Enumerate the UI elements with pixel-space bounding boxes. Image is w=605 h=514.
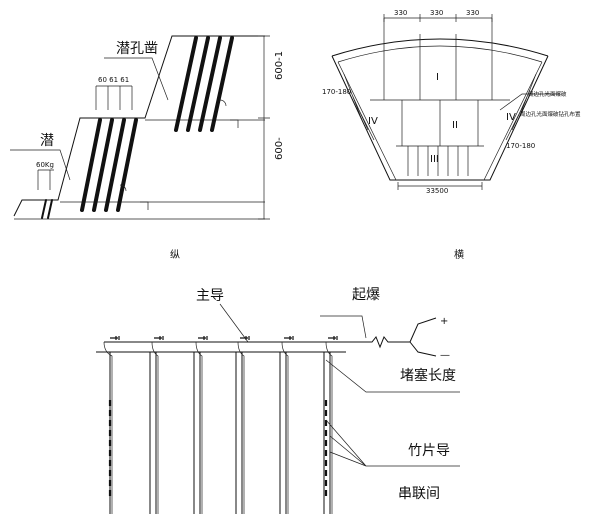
- top-dimension-extension: [383, 18, 493, 44]
- step-markers: [140, 119, 239, 210]
- dim-seg-3: 330: [466, 9, 479, 17]
- surface-connectors: [110, 336, 338, 340]
- upper-hole-1: [174, 36, 198, 132]
- lower-hole-4: [116, 118, 138, 212]
- right-note-leader: [499, 93, 560, 111]
- note-right-1: 周边孔光面爆破: [528, 90, 567, 98]
- dim-bottom: 33500: [426, 187, 448, 195]
- zone-I: I: [436, 72, 439, 83]
- minus-sign: —: [440, 350, 450, 361]
- upper-hole-4: [210, 36, 234, 132]
- upper-hole-3: [198, 36, 222, 132]
- angle-marker-lower: [119, 184, 127, 192]
- wall-inner: [337, 61, 543, 181]
- dim-seg-1: 330: [394, 9, 407, 17]
- lower-hole-1: [80, 118, 102, 212]
- cross-section: [331, 14, 560, 190]
- zone-II: II: [452, 120, 458, 131]
- arch-inner: [337, 45, 543, 63]
- cross-caption: 横: [454, 248, 464, 261]
- left-label: 潜: [40, 133, 54, 149]
- longitudinal-section: [10, 35, 270, 220]
- dim-right: 170-180: [506, 142, 535, 150]
- dim-upper: 600-1: [274, 51, 285, 80]
- bottom-dimension-line: [397, 182, 483, 190]
- bamboo-leader: [325, 419, 460, 467]
- zone-IV-left: IV: [368, 116, 378, 127]
- edge-hole-1: [41, 199, 47, 219]
- main-label-leader: [219, 303, 249, 343]
- perimeter-holes: [343, 73, 537, 141]
- bench-profile: [13, 35, 265, 217]
- charge-columns: [108, 400, 328, 500]
- dim-left: 170-180: [322, 88, 351, 96]
- dim-seg-2: 330: [430, 9, 443, 17]
- cross-holes: [383, 34, 493, 176]
- left-label-leader: [10, 149, 71, 181]
- spacing-arrows-lower: [37, 169, 54, 190]
- series-label: 串联间: [398, 486, 440, 502]
- detonate-label-leader: [320, 315, 367, 339]
- dim-lower: 600-: [274, 137, 285, 160]
- spacing-arrows: [95, 86, 133, 110]
- stemming-label: 堵塞长度: [400, 367, 456, 384]
- main-label: 主导: [196, 288, 224, 304]
- downhole-wires: [103, 341, 333, 514]
- longitudinal-caption: 纵: [170, 249, 180, 261]
- zone-separators: [370, 99, 510, 147]
- detonate-label: 起爆: [352, 287, 380, 303]
- note-right-2: 周边孔光面爆破钻孔布置: [520, 110, 581, 118]
- height-dimension-line: [258, 35, 270, 220]
- terminal-leads: [409, 317, 437, 357]
- wiring-diagram: [96, 303, 460, 514]
- upper-hole-2: [186, 36, 210, 132]
- arch-outer: [331, 38, 549, 57]
- hole-label-leader: [104, 57, 169, 101]
- boreholes: [109, 352, 331, 514]
- plus-sign: +: [440, 316, 448, 327]
- lower-hole-2: [92, 118, 114, 212]
- zone-IV-right: IV: [506, 112, 516, 123]
- spacing-label-upper: 60 61 61: [98, 76, 129, 84]
- detonator-link: [350, 336, 410, 349]
- spacing-label-lower: 60Kg: [36, 161, 54, 169]
- stemming-leader: [325, 359, 460, 393]
- angle-marker-upper: [219, 99, 227, 107]
- bamboo-label: 竹片导: [408, 443, 450, 459]
- lower-hole-3: [104, 118, 126, 212]
- zone-III: III: [430, 154, 439, 165]
- edge-hole-2: [47, 199, 53, 219]
- hole-label: 潜孔凿: [116, 41, 158, 57]
